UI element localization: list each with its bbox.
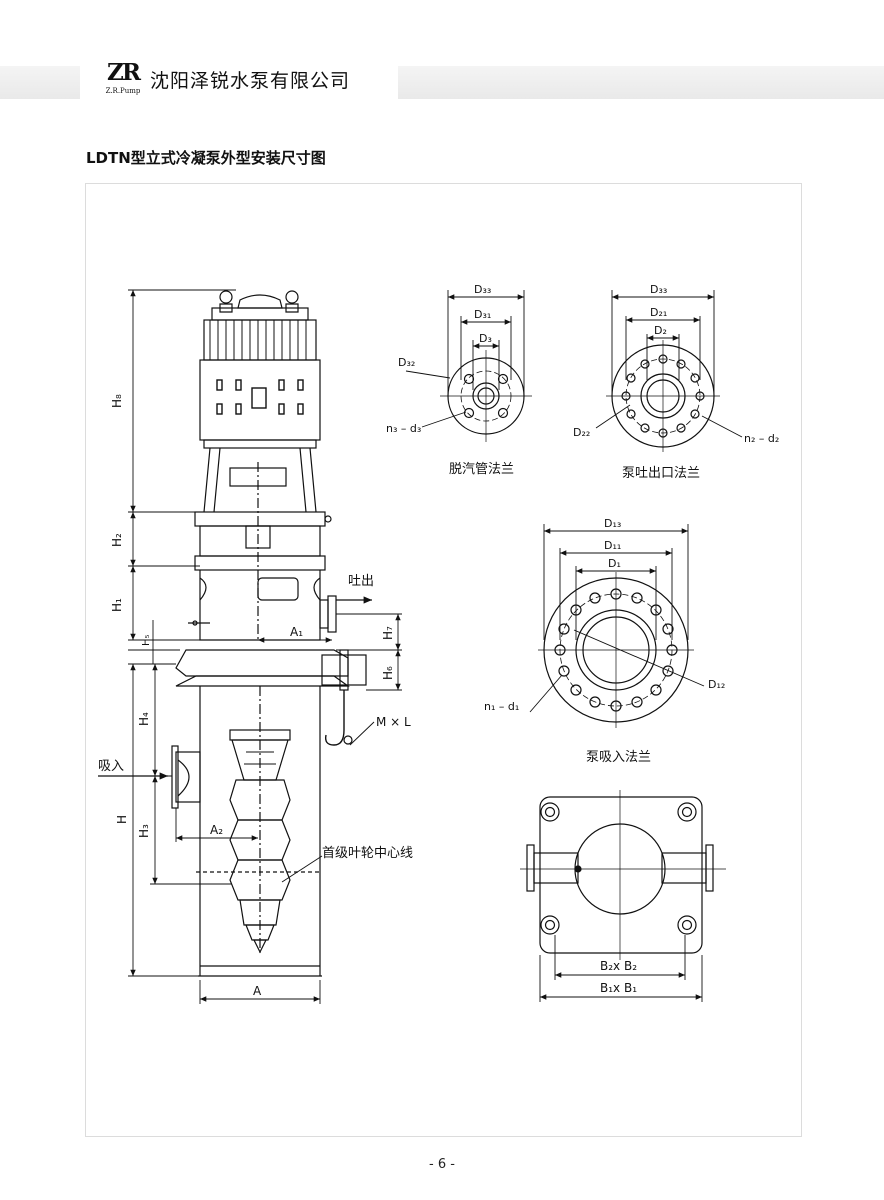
logo-mark: ZR [107, 59, 141, 86]
drawing-frame [85, 183, 802, 1137]
label-outlet-d2: D₂ [654, 324, 667, 337]
inlet-flange-drawing [529, 524, 705, 728]
label-outlet-d23: D₃₃ [650, 283, 667, 296]
label-inlet-d11: D₁₁ [604, 539, 621, 552]
label-h1: H₁ [110, 598, 124, 612]
label-vent-d3: D₃ [479, 332, 492, 345]
label-mxl: M × L [376, 715, 411, 729]
vent-flange-drawing [405, 290, 532, 442]
base-plate-drawing [520, 790, 726, 1002]
label-h: H [115, 815, 129, 824]
label-h4: H₄ [137, 712, 151, 726]
label-vent-n3d3: n₃ – d₃ [386, 422, 421, 435]
label-vent-d31: D₃₁ [474, 308, 491, 321]
header-logo-area [80, 58, 398, 104]
outlet-flange-drawing [595, 290, 743, 452]
label-h6: H₆ [381, 666, 395, 680]
label-outlet-d22: D₂₂ [573, 426, 590, 439]
page-number: - 6 - [429, 1157, 455, 1172]
label-outlet-n2d2: n₂ – d₂ [744, 432, 779, 445]
pump-elevation [171, 290, 367, 977]
page-title: LDTN型立式冷凝泵外型安装尺寸图 [86, 149, 326, 167]
vent-flange-caption: 脱汽管法兰 [449, 462, 514, 477]
label-inlet-d1: D₁ [608, 557, 621, 570]
label-inlet-d12: D₁₂ [708, 678, 725, 691]
label-b1: B₁x B₁ [600, 981, 637, 995]
label-a2: A₂ [210, 823, 223, 837]
logo-subtitle: Z.R.Pump [105, 87, 141, 95]
label-a1: A₁ [290, 625, 303, 639]
label-h8: H₈ [110, 394, 124, 408]
label-h3: H₃ [137, 824, 151, 838]
label-vent-d32: D₃₂ [398, 356, 415, 369]
outlet-flange-caption: 泵吐出口法兰 [622, 466, 700, 481]
label-outlet: 吐出 [348, 574, 374, 589]
label-vent-d33: D₃₃ [474, 283, 491, 296]
label-h5: H₅ [141, 634, 152, 646]
label-a: A [253, 984, 262, 998]
label-inlet-d13: D₁₃ [604, 517, 621, 530]
label-inlet-n1d1: n₁ – d₁ [484, 700, 519, 713]
company-name: 沈阳泽锐水泵有限公司 [150, 70, 351, 92]
label-b2: B₂x B₂ [600, 959, 637, 973]
lifting-eye-icon [219, 290, 299, 313]
label-h7: H₇ [381, 626, 395, 640]
label-h2: H₂ [110, 533, 124, 547]
label-outlet-d21: D₂₁ [650, 306, 667, 319]
pump-dimensions [98, 289, 402, 1004]
label-inlet: 吸入 [98, 759, 124, 774]
inlet-flange-caption: 泵吸入法兰 [586, 750, 651, 765]
company-logo: ZR Z.R.Pump [100, 60, 146, 104]
label-impeller-centerline: 首级叶轮中心线 [322, 846, 413, 861]
